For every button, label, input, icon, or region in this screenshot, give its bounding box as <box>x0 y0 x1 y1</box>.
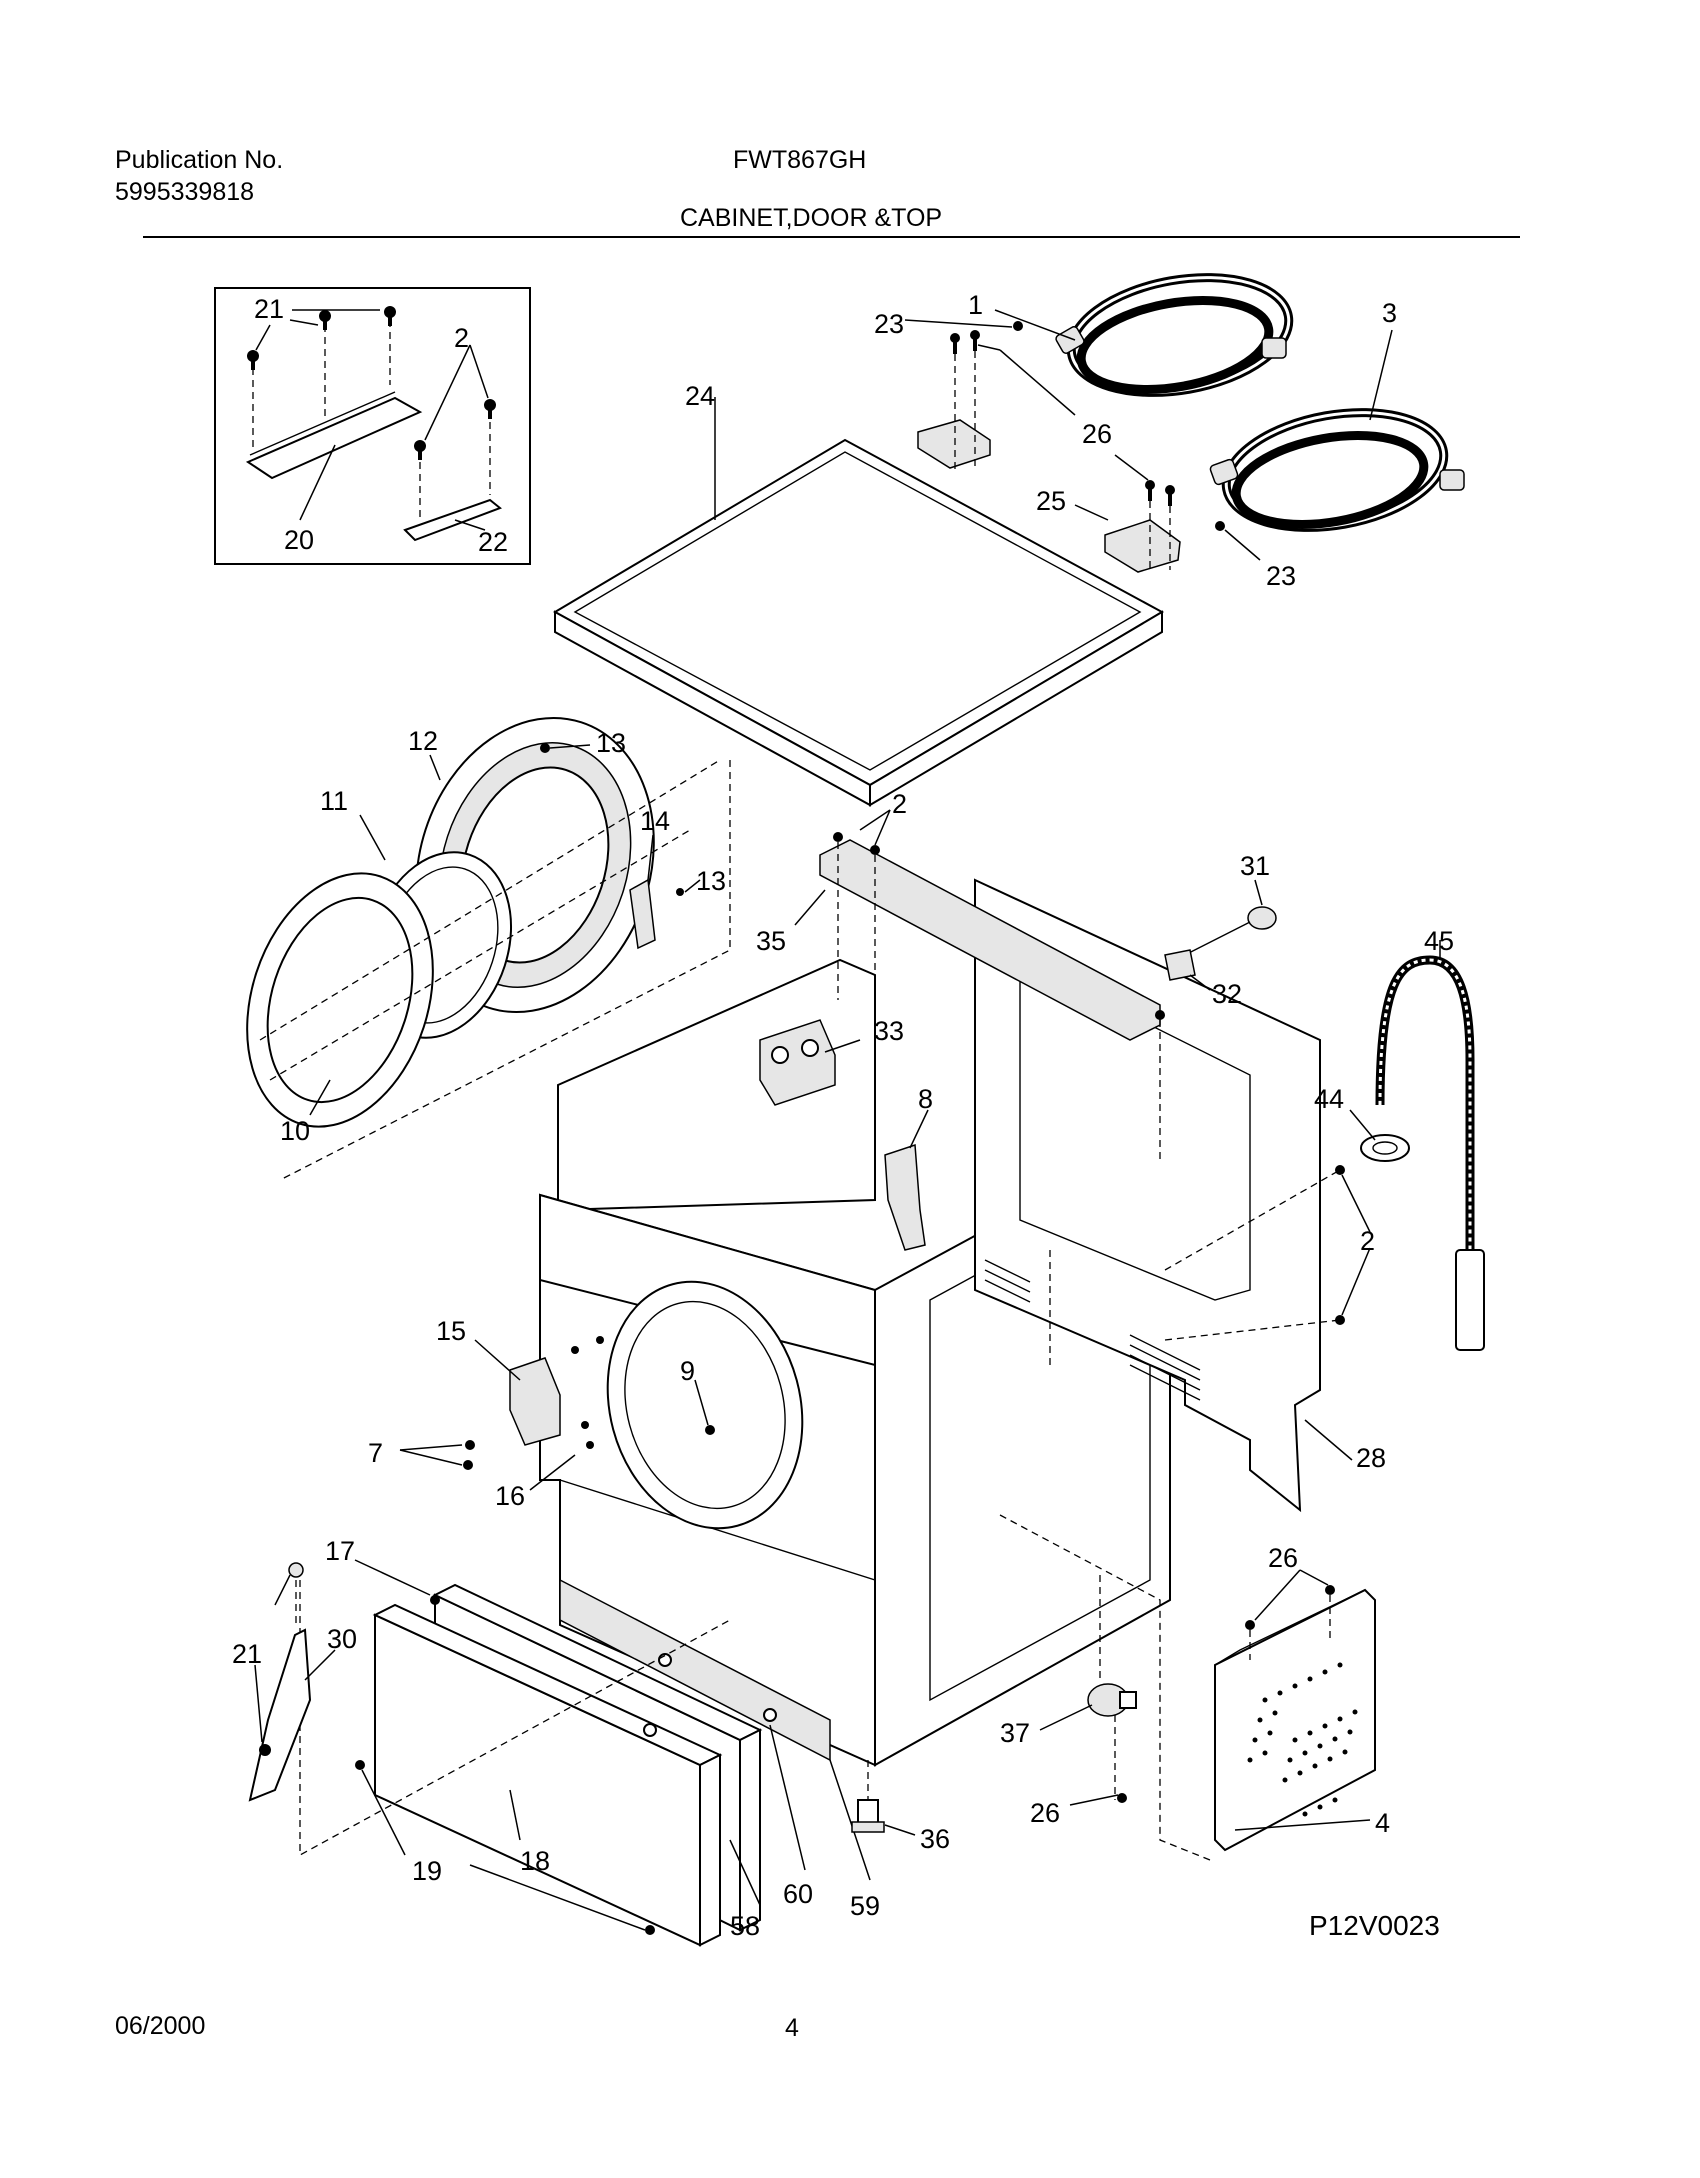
callout-32: 32 <box>1212 979 1242 1009</box>
footer-date: 06/2000 <box>115 2012 206 2040</box>
callout-37: 37 <box>1000 1718 1030 1748</box>
callout-59: 59 <box>850 1891 880 1921</box>
callout-60: 60 <box>783 1879 813 1909</box>
callout-31: 31 <box>1240 851 1270 881</box>
callout-11: 11 <box>320 786 348 816</box>
publication-label: Publication No. <box>115 146 284 174</box>
callout-16: 16 <box>495 1481 525 1511</box>
callout-2-right: 2 <box>1360 1226 1375 1256</box>
callout-9: 9 <box>680 1356 695 1386</box>
callout-19: 19 <box>412 1856 442 1886</box>
callout-58: 58 <box>730 1911 760 1941</box>
callout-26-bottom: 26 <box>1030 1798 1060 1828</box>
callout-2-top: 2 <box>892 789 907 819</box>
header-rule <box>143 236 1520 238</box>
section-title: CABINET,DOOR &TOP <box>680 204 943 232</box>
callout-14: 14 <box>640 806 670 836</box>
inlet-hoses: 1 3 <box>968 273 1465 532</box>
callout-28: 28 <box>1356 1443 1386 1473</box>
callout-8: 8 <box>918 1084 933 1114</box>
callout-1: 1 <box>968 290 983 320</box>
model-number: FWT867GH <box>733 146 867 174</box>
inset-detail: 21 2 20 22 <box>214 287 531 565</box>
callout-13-top: 13 <box>596 728 626 758</box>
callout-45: 45 <box>1424 926 1454 956</box>
top-hinge-brackets: 23 26 25 23 <box>874 309 1296 591</box>
callout-4: 4 <box>1375 1808 1390 1838</box>
door-hinge: 15 7 9 16 <box>368 1316 715 1511</box>
callout-35: 35 <box>756 926 786 956</box>
callout-22: 22 <box>478 527 508 557</box>
callout-26-top: 26 <box>1082 419 1112 449</box>
kick-plate-assembly: 17 19 18 58 60 59 <box>299 1536 880 1947</box>
valves-and-switches: 33 8 31 32 <box>759 851 1277 1251</box>
drain-hose: 45 44 <box>1314 926 1485 1351</box>
callout-23-right: 23 <box>1266 561 1296 591</box>
lower-right-parts: 26 4 37 26 36 <box>851 1514 1390 1861</box>
callout-24: 24 <box>685 381 715 411</box>
callout-36: 36 <box>920 1824 950 1854</box>
callout-25: 25 <box>1036 486 1066 516</box>
callout-10: 10 <box>280 1116 310 1146</box>
top-panel: 24 <box>552 381 1165 807</box>
callout-2-inset: 2 <box>454 323 469 353</box>
callout-21-inset: 21 <box>254 294 284 324</box>
callout-15: 15 <box>436 1316 466 1346</box>
publication-number: 5995339818 <box>115 178 255 206</box>
door-assembly: 12 13 11 14 13 10 <box>246 716 731 1181</box>
callout-33: 33 <box>874 1016 904 1046</box>
callout-21-left: 21 <box>232 1639 262 1669</box>
callout-18: 18 <box>520 1846 550 1876</box>
callout-44: 44 <box>1314 1084 1344 1114</box>
left-side-bracket: 21 30 <box>232 1562 357 1802</box>
callout-17: 17 <box>325 1536 355 1566</box>
drawing-code: P12V0023 <box>1309 1910 1440 1941</box>
page-number: 4 <box>785 2014 799 2042</box>
callout-13-side: 13 <box>696 866 726 896</box>
callout-3: 3 <box>1382 298 1397 328</box>
callout-30: 30 <box>327 1624 357 1654</box>
callout-20: 20 <box>284 525 314 555</box>
callout-7: 7 <box>368 1438 383 1468</box>
callout-12: 12 <box>408 726 438 756</box>
back-panel: 2 28 2 35 <box>756 789 1386 1513</box>
callout-23-top: 23 <box>874 309 904 339</box>
callout-26-lower: 26 <box>1268 1543 1298 1573</box>
